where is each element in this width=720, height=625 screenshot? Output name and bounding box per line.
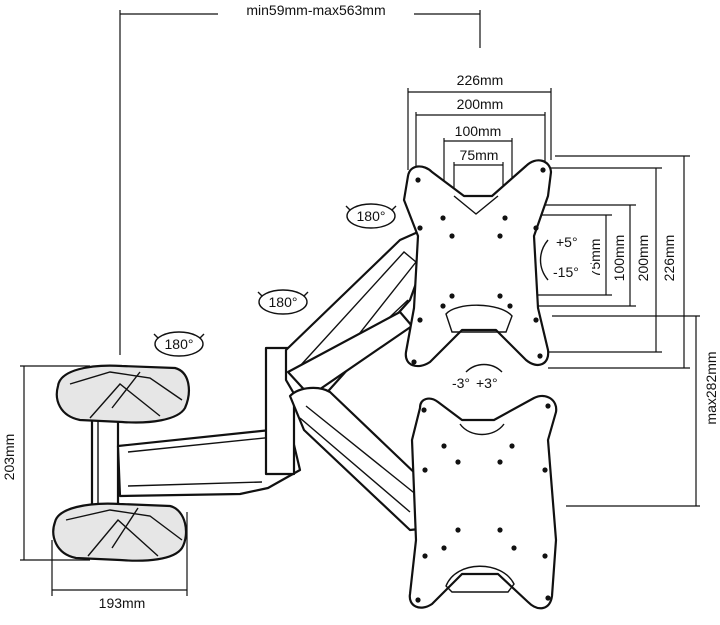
tilt-up-label: +5° bbox=[556, 234, 578, 250]
wall-height-label: 203mm bbox=[1, 434, 17, 481]
extension-dimension: min59mm-max563mm bbox=[119, 2, 481, 355]
tilt-indicator: +5° -15° bbox=[539, 234, 592, 281]
wall-width-label: 193mm bbox=[99, 595, 146, 611]
height-adjust-dimension: max282mm bbox=[552, 315, 719, 507]
vesa-h-226-label: 226mm bbox=[457, 72, 504, 88]
vesa-v-226-label: 226mm bbox=[661, 235, 677, 282]
vesa-horizontal-dimensions: 226mm 200mm 100mm 75mm bbox=[407, 72, 552, 226]
vesa-v-200-label: 200mm bbox=[635, 235, 651, 282]
arm-swivel-label: 180° bbox=[269, 294, 298, 310]
wall-swivel-indicator: 180° bbox=[153, 331, 205, 357]
wall-plate bbox=[52, 364, 190, 562]
vesa-plate-lower bbox=[408, 394, 558, 610]
extension-label: min59mm-max563mm bbox=[246, 2, 385, 18]
wall-swivel-label: 180° bbox=[165, 336, 194, 352]
vesa-v-100-label: 100mm bbox=[611, 235, 627, 282]
wall-width-dimension: 193mm bbox=[51, 512, 188, 611]
head-swivel-label: 180° bbox=[357, 208, 386, 224]
wall-height-dimension: 203mm bbox=[1, 365, 90, 561]
vesa-h-100-label: 100mm bbox=[455, 123, 502, 139]
level-plus-label: +3° bbox=[476, 375, 498, 391]
height-adjust-label: max282mm bbox=[703, 351, 719, 424]
gas-spring-arm bbox=[284, 230, 430, 406]
arm-swivel-indicator: 180° bbox=[257, 289, 309, 315]
head-swivel-indicator: 180° bbox=[345, 203, 397, 229]
level-minus-label: -3° bbox=[452, 375, 470, 391]
vesa-h-75-label: 75mm bbox=[460, 147, 499, 163]
vesa-h-200-label: 200mm bbox=[457, 96, 504, 112]
level-indicator: -3° +3° bbox=[452, 363, 503, 391]
vesa-plate-upper bbox=[402, 159, 553, 368]
tilt-down-label: -15° bbox=[553, 264, 579, 280]
